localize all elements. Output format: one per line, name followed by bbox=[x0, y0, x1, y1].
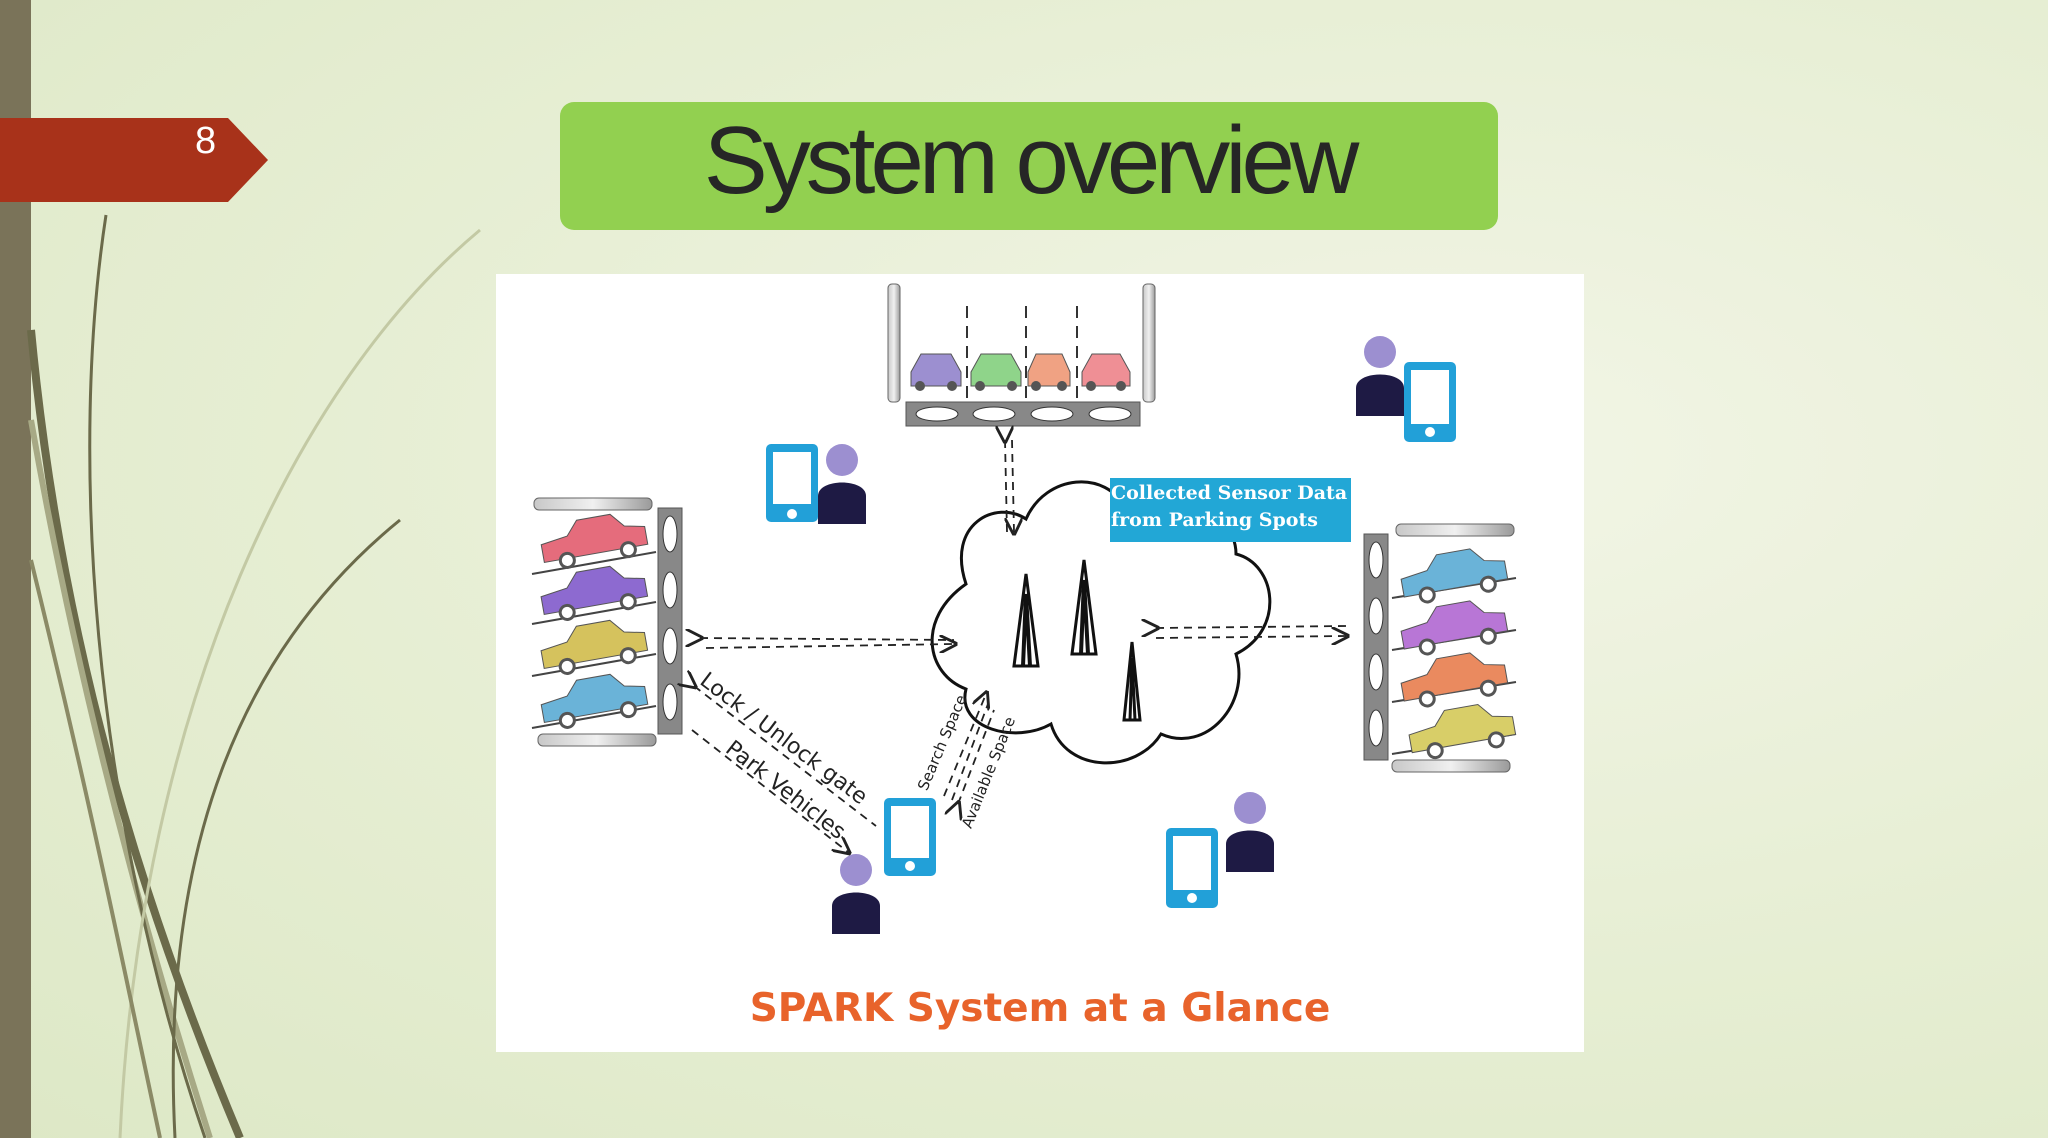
slide-title: System overview bbox=[703, 107, 1360, 214]
car-icon bbox=[540, 673, 649, 729]
person-icon bbox=[1356, 336, 1404, 416]
slide-number-tag bbox=[0, 118, 268, 202]
cloud-icon bbox=[930, 480, 1272, 765]
sensor-data-label: Collected Sensor Data from Parking Spots bbox=[1110, 478, 1351, 542]
tower-icon bbox=[1122, 641, 1142, 722]
person-icon bbox=[1226, 792, 1274, 872]
parking-rack-icon bbox=[531, 497, 683, 747]
title-banner: System overview bbox=[560, 102, 1498, 230]
phone-icon bbox=[884, 798, 936, 876]
tower-icon bbox=[1012, 573, 1040, 668]
system-diagram bbox=[531, 283, 1517, 934]
decorative-swoosh bbox=[27, 214, 481, 1138]
phone-icon bbox=[1404, 362, 1456, 442]
person-icon bbox=[818, 444, 866, 524]
parking-rack-icon bbox=[887, 283, 1156, 427]
car-icon bbox=[1081, 353, 1131, 391]
car-icon bbox=[540, 513, 649, 569]
tower-icon bbox=[1070, 559, 1098, 656]
car-icon bbox=[910, 353, 962, 391]
car-icon bbox=[1027, 353, 1071, 391]
slide-number: 8 bbox=[195, 120, 217, 162]
car-icon bbox=[1400, 652, 1509, 708]
sensor-label-line2: from Parking Spots bbox=[1111, 509, 1318, 531]
parking-rack-icon bbox=[1363, 523, 1517, 773]
person-icon bbox=[832, 854, 880, 934]
car-icon bbox=[540, 619, 649, 675]
car-icon bbox=[1400, 548, 1509, 604]
phone-icon bbox=[766, 444, 818, 522]
phone-icon bbox=[1166, 828, 1218, 908]
car-icon bbox=[540, 565, 649, 621]
car-icon bbox=[970, 353, 1022, 391]
car-icon bbox=[1408, 703, 1517, 760]
spark-system-figure: Collected Sensor Data from Parking Spots… bbox=[496, 274, 1584, 1052]
car-icon bbox=[1400, 600, 1509, 656]
figure-caption: SPARK System at a Glance bbox=[749, 986, 1331, 1031]
sensor-label-line1: Collected Sensor Data bbox=[1111, 482, 1348, 504]
data-flow-arrows bbox=[692, 440, 1346, 852]
